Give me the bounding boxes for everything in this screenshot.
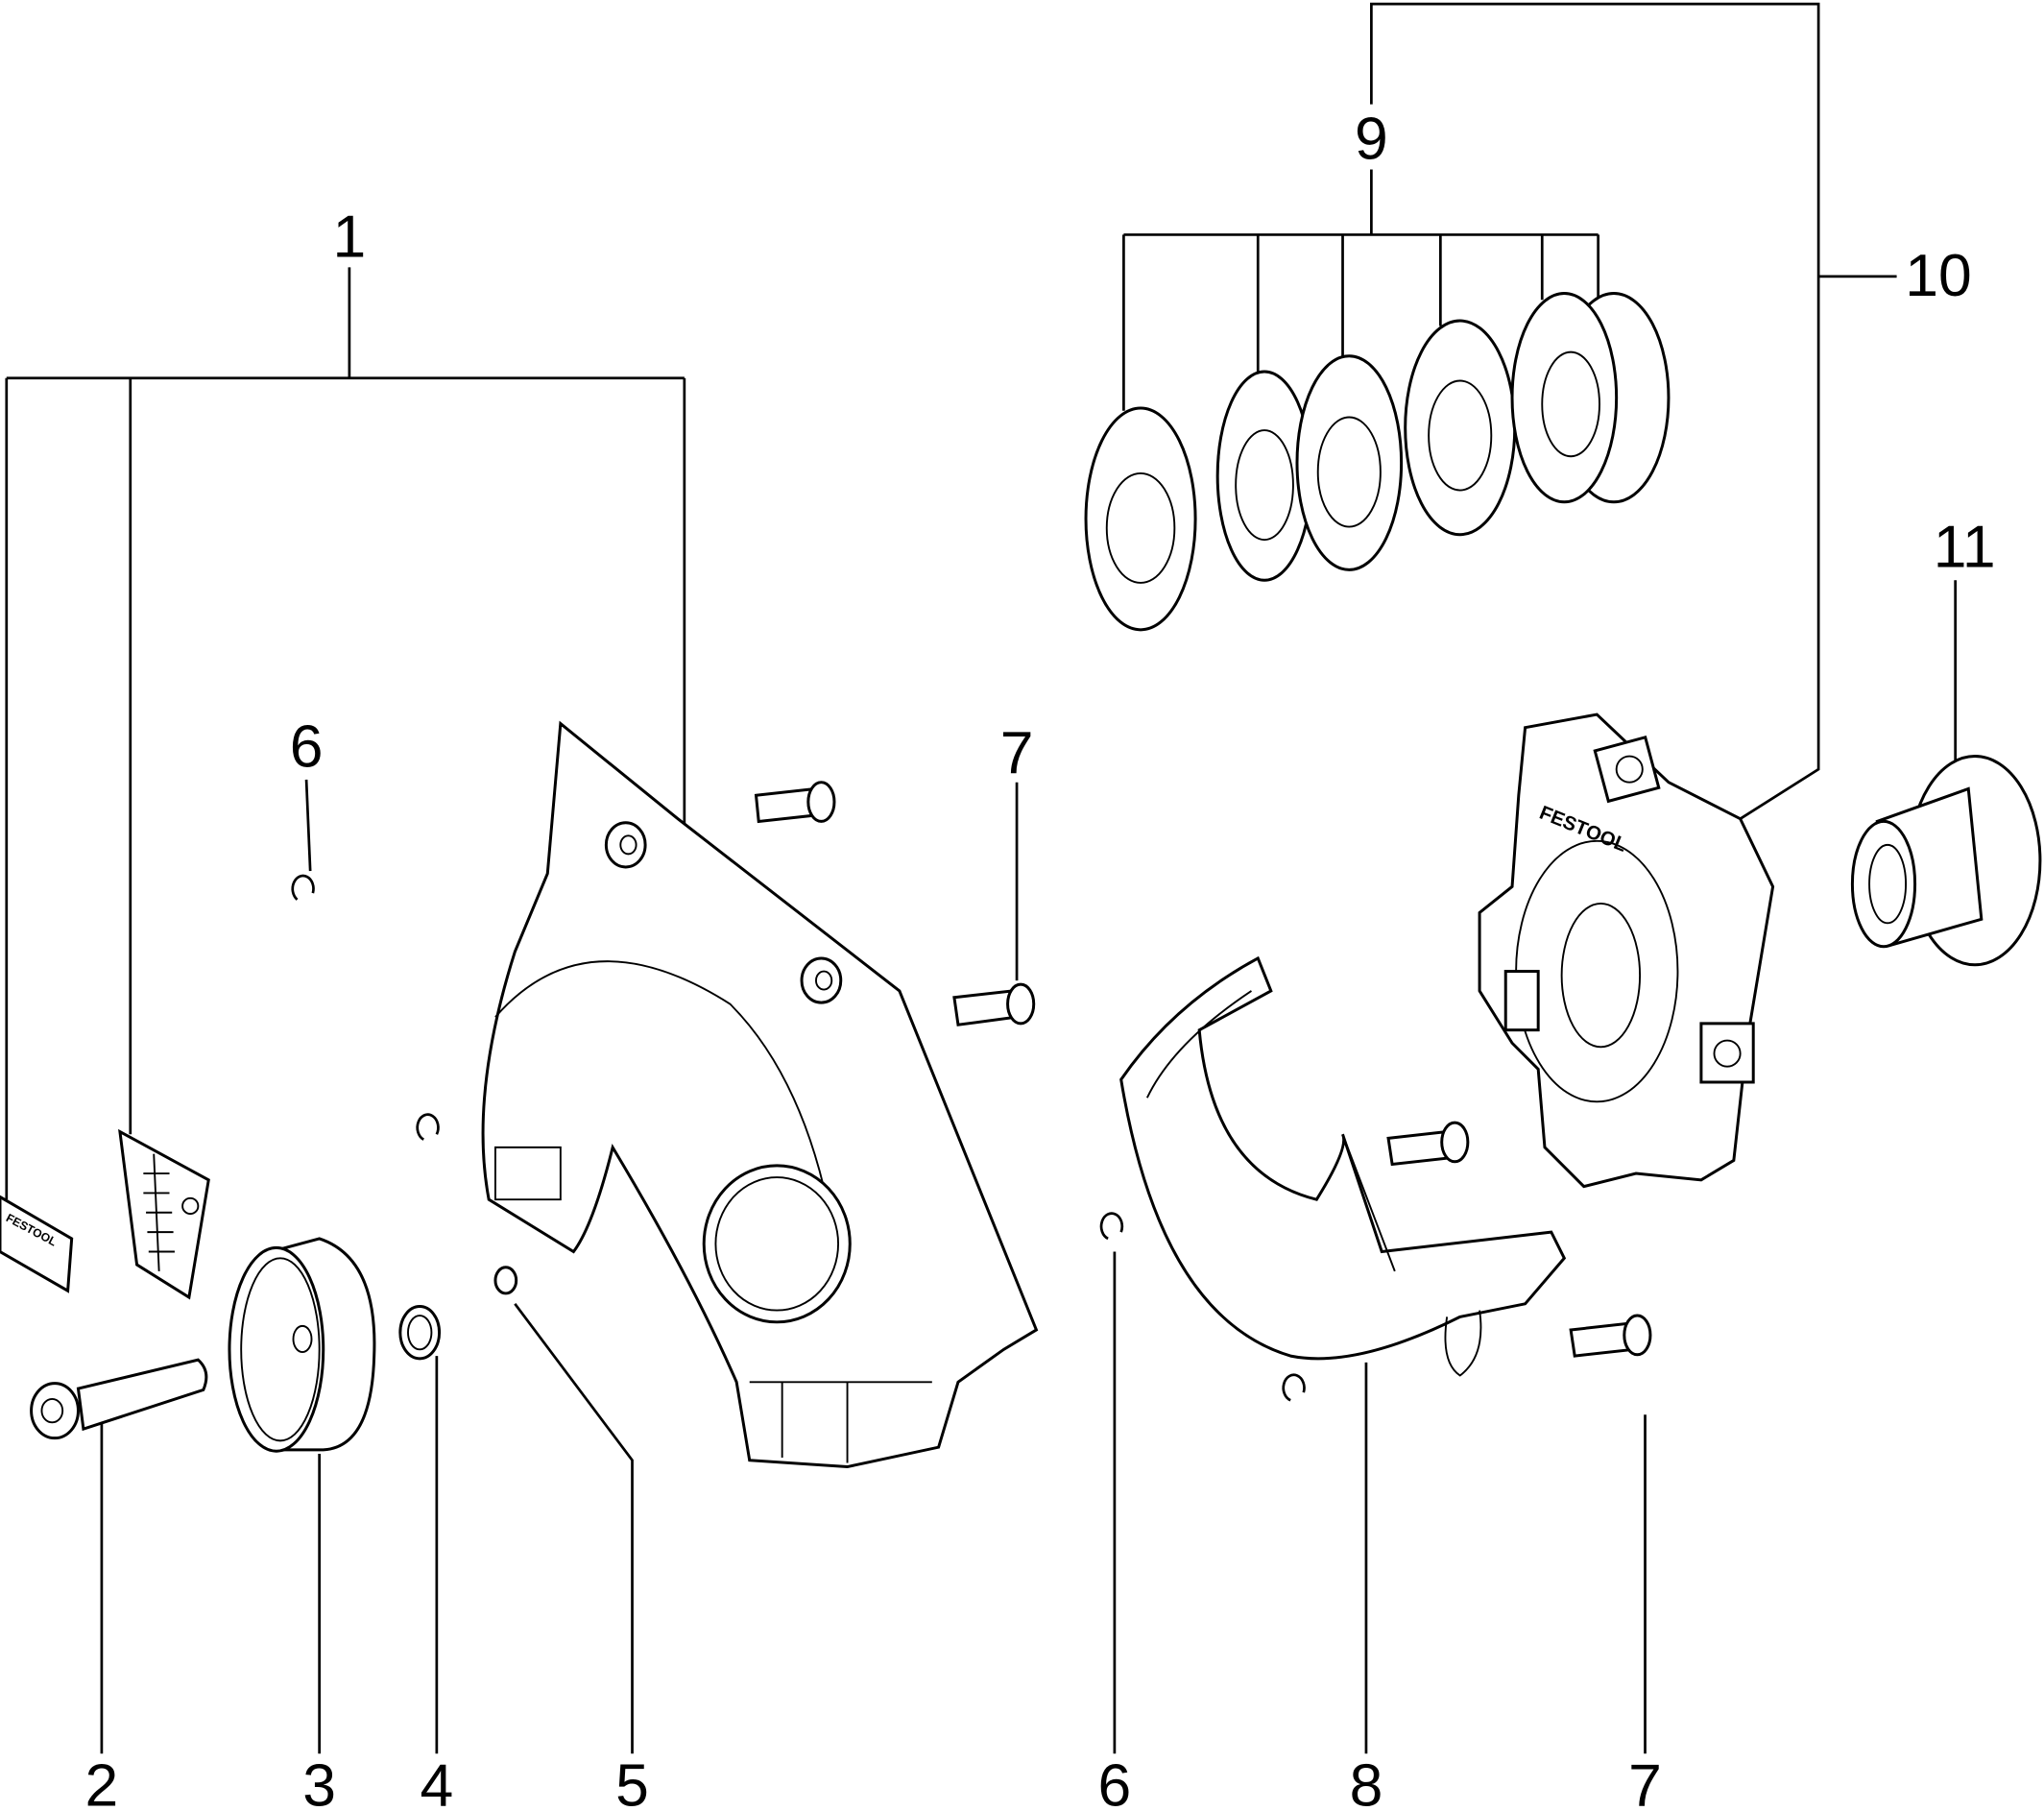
part-11-bushing bbox=[1850, 755, 2042, 967]
part-6-clips bbox=[291, 874, 1306, 1402]
upper-guard bbox=[481, 720, 1039, 1469]
part-9-spacers bbox=[1084, 292, 1671, 632]
part-2-screw bbox=[30, 1358, 208, 1440]
part-4-washer bbox=[398, 1305, 442, 1361]
part-7-screws bbox=[754, 781, 1652, 1358]
callout-4: 4 bbox=[420, 1752, 453, 1811]
callout-2: 2 bbox=[85, 1752, 119, 1811]
callout-10: 10 bbox=[1905, 242, 1971, 309]
leader-lines bbox=[5, 2, 1958, 1754]
callout-7-top: 7 bbox=[1000, 719, 1034, 786]
part-10-cutter: FESTOOL bbox=[1478, 712, 1775, 1189]
callout-6-bottom: 6 bbox=[1098, 1752, 1132, 1811]
part-5-ring bbox=[493, 1266, 518, 1295]
part-3-flange bbox=[228, 1237, 376, 1453]
label-sticker: FESTOOL bbox=[0, 1195, 74, 1293]
callout-1: 1 bbox=[333, 204, 367, 271]
callout-6-top: 6 bbox=[290, 712, 324, 780]
callout-3: 3 bbox=[302, 1752, 336, 1811]
callout-5: 5 bbox=[615, 1752, 649, 1811]
callout-8: 8 bbox=[1350, 1752, 1383, 1811]
callout-9: 9 bbox=[1355, 106, 1388, 173]
callout-11: 11 bbox=[1934, 514, 1996, 581]
part-8-lower-guard bbox=[1119, 955, 1567, 1377]
callout-7-bottom: 7 bbox=[1628, 1752, 1662, 1811]
callouts: 1 9 10 11 6 7 2 3 4 5 6 8 7 bbox=[85, 106, 1996, 1811]
scale-sticker bbox=[118, 1128, 210, 1300]
